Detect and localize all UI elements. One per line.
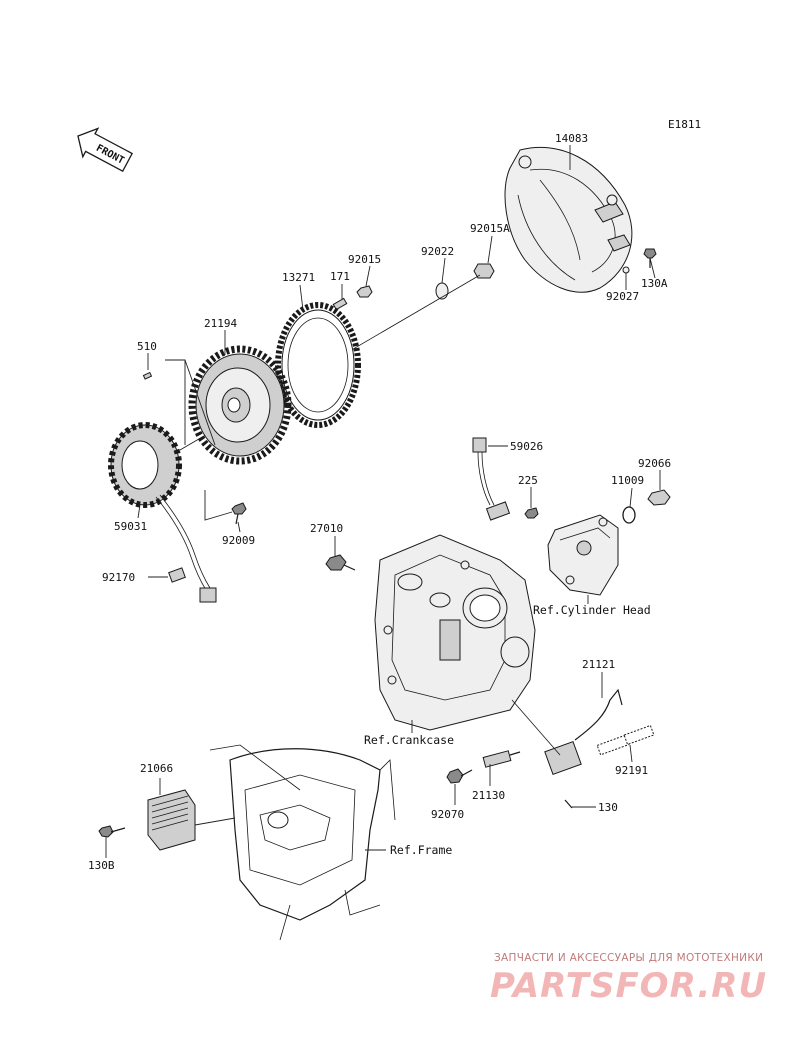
part-21121: 21121 xyxy=(582,658,615,671)
spark-plug-21130 xyxy=(482,750,521,768)
frame-ref-drawing xyxy=(209,744,396,941)
part-130A: 130A xyxy=(641,277,668,290)
part-59031: 59031 xyxy=(114,520,147,533)
watermark-logo: PARTSFOR.RU xyxy=(490,966,768,1006)
generator-cover xyxy=(504,146,633,293)
part-59026: 59026 xyxy=(510,440,543,453)
nut-92015a xyxy=(473,263,495,279)
plug-92066 xyxy=(647,489,671,506)
flywheel-21194 xyxy=(188,345,292,465)
part-92170: 92170 xyxy=(102,571,135,584)
coil-21121 xyxy=(511,688,623,776)
plug-92070 xyxy=(446,768,473,784)
key-510 xyxy=(142,371,153,380)
part-92015: 92015 xyxy=(348,253,381,266)
part-92191: 92191 xyxy=(615,764,648,777)
part-92022: 92022 xyxy=(421,245,454,258)
front-arrow-icon: FRONT xyxy=(77,127,133,173)
bolt-130b xyxy=(98,825,126,838)
clamp-92170 xyxy=(168,567,186,583)
switch-27010 xyxy=(325,554,356,571)
part-92009: 92009 xyxy=(222,534,255,547)
part-27010: 27010 xyxy=(310,522,343,535)
part-92027: 92027 xyxy=(606,290,639,303)
oring-11009 xyxy=(622,506,636,524)
part-171: 171 xyxy=(330,270,350,283)
nut-92015 xyxy=(356,285,373,298)
part-130: 130 xyxy=(598,801,618,814)
ref-frame: Ref.Frame xyxy=(390,843,452,857)
diagram-code: E1811 xyxy=(668,118,701,131)
stator-59031 xyxy=(108,422,217,603)
cylinder-head-ref-drawing xyxy=(547,514,619,596)
ring-gear-13271 xyxy=(275,302,361,428)
part-92070: 92070 xyxy=(431,808,464,821)
part-21194: 21194 xyxy=(204,317,237,330)
crankcase-ref-drawing xyxy=(374,534,536,731)
part-510: 510 xyxy=(137,340,157,353)
ref-cylinder-head: Ref.Cylinder Head xyxy=(533,603,651,617)
bolt-225 xyxy=(524,507,539,519)
bolt-130 xyxy=(564,799,573,809)
part-21130: 21130 xyxy=(472,789,505,802)
part-21066: 21066 xyxy=(140,762,173,775)
part-11009: 11009 xyxy=(611,474,644,487)
stud-171 xyxy=(332,297,348,311)
bolt-130a xyxy=(643,248,657,268)
bolt-92009 xyxy=(231,502,247,525)
washer-92027 xyxy=(622,266,630,274)
part-225: 225 xyxy=(518,474,538,487)
part-92015A: 92015A xyxy=(470,222,510,235)
sensor-59026 xyxy=(472,437,511,521)
plug-cap-92191 xyxy=(596,724,655,756)
regulator-21066 xyxy=(147,789,236,851)
ref-crankcase: Ref.Crankcase xyxy=(364,733,454,747)
part-13271: 13271 xyxy=(282,271,315,284)
part-92066: 92066 xyxy=(638,457,671,470)
washer-92022 xyxy=(435,282,449,300)
watermark-tagline: ЗАПЧАСТИ И АКСЕССУАРЫ ДЛЯ МОТОТЕХНИКИ xyxy=(494,952,764,964)
part-14083: 14083 xyxy=(555,132,588,145)
part-130B: 130B xyxy=(88,859,115,872)
